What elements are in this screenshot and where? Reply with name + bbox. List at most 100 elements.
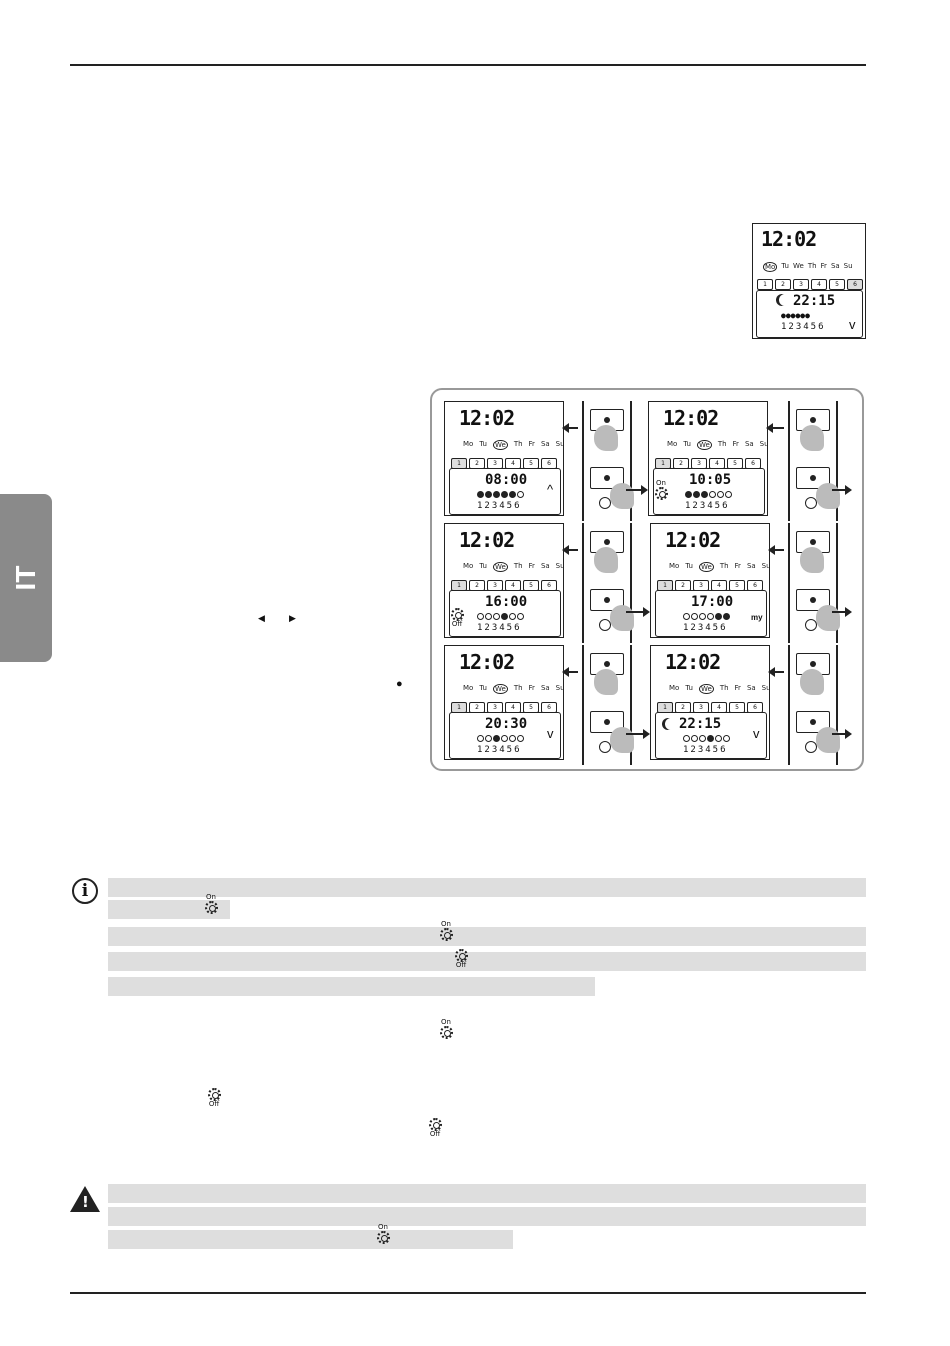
sun-on-label: On xyxy=(656,479,666,487)
day-tu: Tu xyxy=(479,562,487,570)
sun-on-label: On xyxy=(441,1018,451,1026)
sun-on-label: On xyxy=(206,893,216,901)
program-dot xyxy=(715,735,722,742)
remote-select-icon xyxy=(599,741,611,753)
remote-select-icon xyxy=(805,741,817,753)
left-arrow-icon: ◀ xyxy=(258,613,265,623)
hand-press-icon xyxy=(594,669,618,695)
step-numbers: 123456 xyxy=(477,501,522,511)
step-dots xyxy=(477,735,524,742)
hand-press-icon xyxy=(594,425,618,451)
step-program-panel xyxy=(655,712,767,759)
step-dots xyxy=(683,613,730,620)
arrow-right-icon xyxy=(832,730,852,738)
day-fr: Fr xyxy=(528,562,535,570)
step-numbers: 123456 xyxy=(683,745,728,755)
moon-icon xyxy=(665,718,677,730)
day-th: Th xyxy=(807,262,817,270)
day-th: Th xyxy=(719,562,729,570)
day-sa: Sa xyxy=(540,684,550,692)
day-fr: Fr xyxy=(732,440,739,448)
top-rule xyxy=(70,64,866,66)
step-dots xyxy=(685,491,732,498)
step-program-time: 10:05 xyxy=(689,472,732,488)
step-clock: 12:02 xyxy=(663,406,719,430)
day-sa: Sa xyxy=(540,440,550,448)
warning-line-1 xyxy=(108,1184,866,1203)
day-sa: Sa xyxy=(540,562,550,570)
day-tu: Tu xyxy=(683,440,691,448)
remote-control xyxy=(788,645,840,765)
program-dot xyxy=(485,491,492,498)
program-dot xyxy=(691,735,698,742)
day-mo: Mo xyxy=(463,440,474,448)
warning-triangle-icon xyxy=(70,1186,100,1212)
program-dot xyxy=(477,613,484,620)
program-dot xyxy=(699,735,706,742)
program-dot xyxy=(509,735,516,742)
my-label: my xyxy=(751,613,763,622)
example-program-time: 22:15 xyxy=(793,293,836,309)
example-dots: ●●●●●● xyxy=(781,311,810,320)
info-line-5 xyxy=(108,977,595,996)
day-we: We xyxy=(492,684,508,694)
sun-icon: On xyxy=(438,921,454,943)
example-channels: 1 2 3 4 5 6 xyxy=(757,279,863,290)
language-tab: IT xyxy=(0,494,52,662)
program-dot xyxy=(477,491,484,498)
step-program-panel xyxy=(655,590,767,637)
example-program-panel xyxy=(756,290,863,338)
day-tu: Tu xyxy=(685,562,693,570)
program-dot xyxy=(493,735,500,742)
hand-press-icon xyxy=(800,425,824,451)
sun-off-label: Off xyxy=(429,1130,441,1138)
sun-off-label: Off xyxy=(455,961,467,969)
hand-press-icon xyxy=(800,547,824,573)
step-clock: 12:02 xyxy=(665,650,721,674)
day-we: We xyxy=(492,562,508,572)
arrow-right-icon xyxy=(626,486,648,494)
day-fr: Fr xyxy=(734,562,741,570)
arrow-right-icon xyxy=(832,486,852,494)
program-dot xyxy=(501,491,508,498)
remote-control xyxy=(582,523,634,643)
program-dot xyxy=(517,491,524,498)
day-fr: Fr xyxy=(734,684,741,692)
day-th: Th xyxy=(717,440,727,448)
hand-press-icon xyxy=(800,669,824,695)
day-su: Su xyxy=(761,562,771,570)
arrow-left-icon xyxy=(768,546,784,554)
program-dot xyxy=(709,491,716,498)
program-dot xyxy=(701,491,708,498)
day-sa: Sa xyxy=(830,262,840,270)
step-program-panel xyxy=(449,590,561,637)
remote-control xyxy=(582,645,634,765)
program-dot xyxy=(501,613,508,620)
chevron-down-icon: v xyxy=(547,726,554,741)
step-dots xyxy=(477,613,524,620)
sun-on-label: On xyxy=(378,1223,388,1231)
day-tu: Tu xyxy=(479,684,487,692)
program-dot xyxy=(501,735,508,742)
hand-press-icon xyxy=(594,547,618,573)
channel-1: 1 xyxy=(757,279,773,290)
program-dot xyxy=(685,491,692,498)
day-fr: Fr xyxy=(528,440,535,448)
remote-select-icon xyxy=(599,619,611,631)
step-program-panel xyxy=(449,468,561,515)
info-line-4 xyxy=(108,952,866,971)
arrow-right-icon xyxy=(832,608,852,616)
step-clock: 12:02 xyxy=(459,650,515,674)
day-th: Th xyxy=(513,684,523,692)
step-program-time: 20:30 xyxy=(485,716,528,732)
program-dot xyxy=(691,613,698,620)
day-tu: Tu xyxy=(685,684,693,692)
step-numbers: 123456 xyxy=(477,745,522,755)
info-line-1 xyxy=(108,878,866,897)
program-dot xyxy=(509,491,516,498)
day-su: Su xyxy=(761,684,771,692)
